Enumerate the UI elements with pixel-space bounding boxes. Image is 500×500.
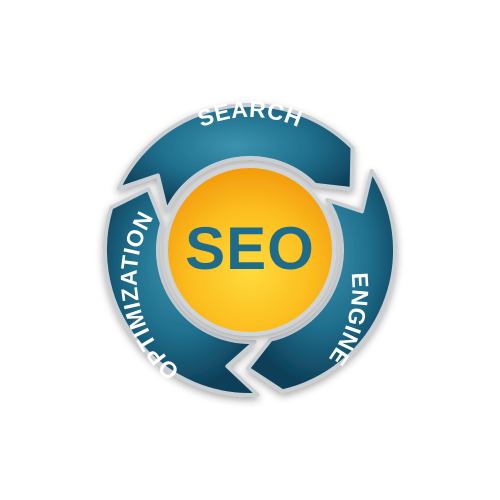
ring-segment-search	[116, 103, 355, 214]
ring-segments	[102, 103, 397, 397]
ring-segment-engine	[245, 169, 397, 394]
center-label: SEO	[185, 215, 315, 282]
ring-segment-optimization	[102, 187, 260, 397]
center-circle	[164, 164, 336, 336]
